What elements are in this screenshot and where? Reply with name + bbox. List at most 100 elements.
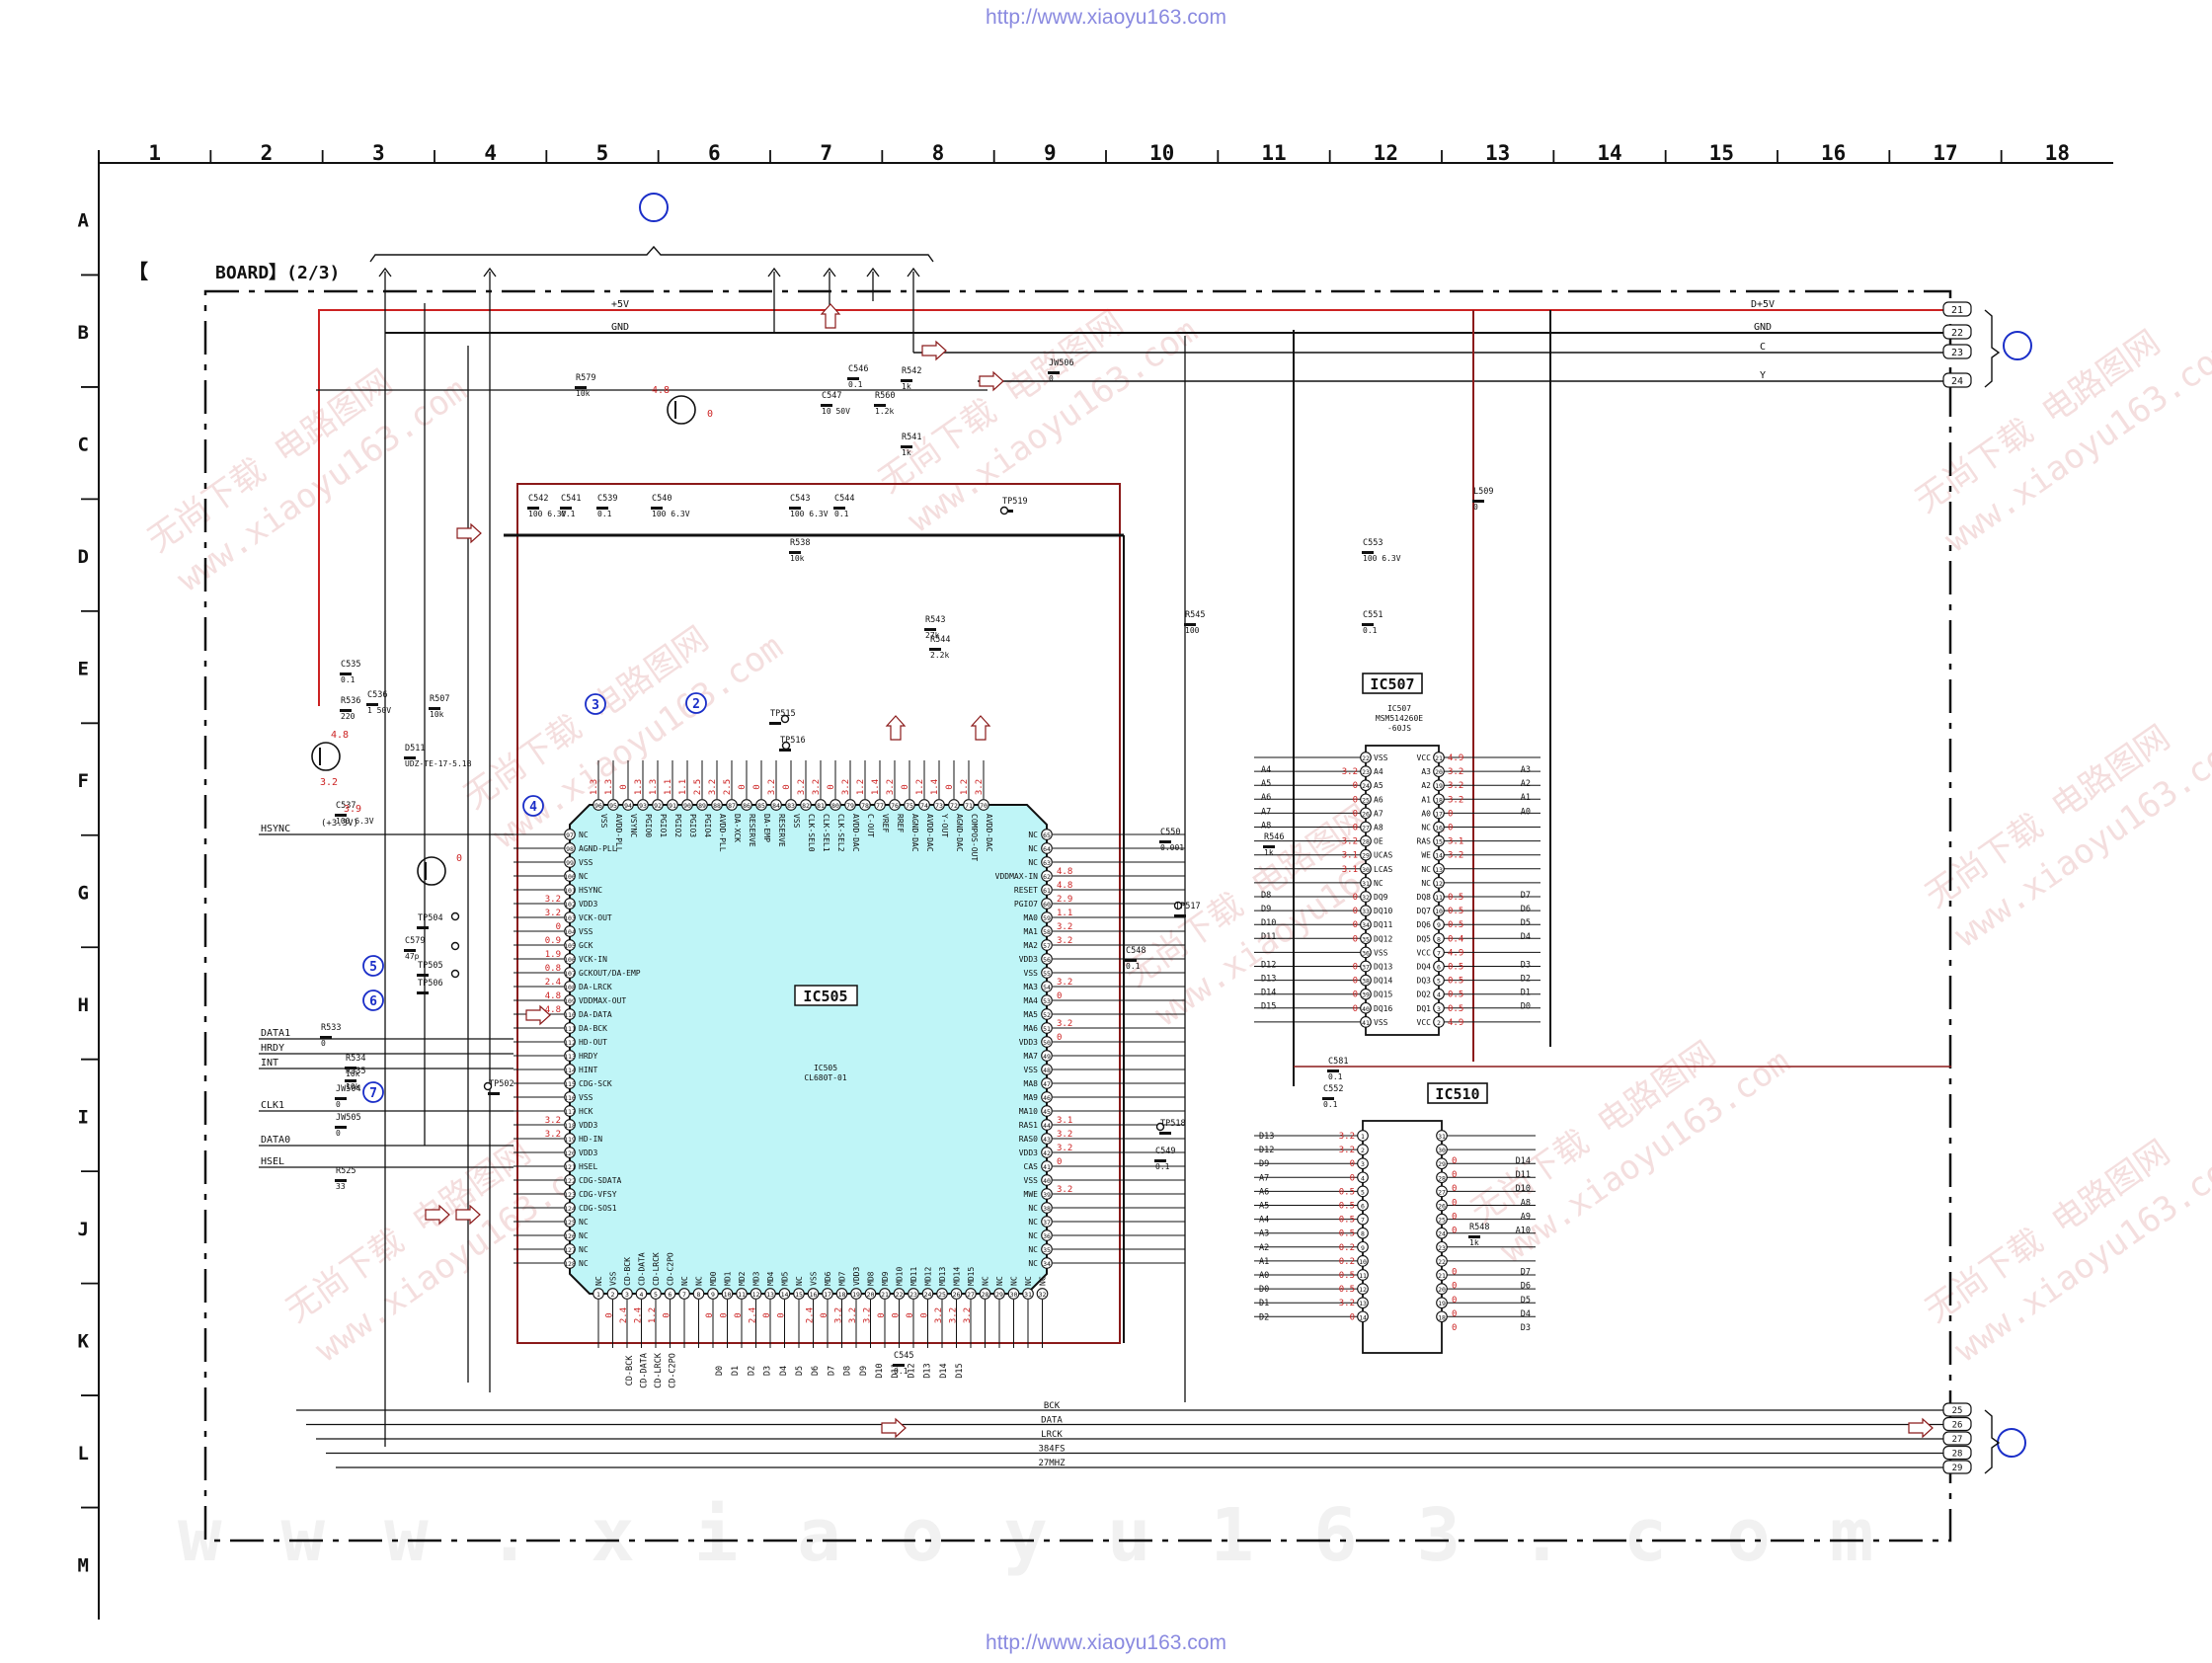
ic507-right-pin-name: DQ5 — [1417, 934, 1432, 943]
pin-voltage: 2.5 — [723, 779, 733, 795]
pin-number: 10 — [1435, 908, 1443, 915]
ic505-right-pin — [1041, 939, 1053, 951]
pin-voltage: 0 — [1353, 893, 1358, 903]
ic505-part-ref: IC505 — [814, 1064, 837, 1072]
pin-voltage: 3.2 — [1057, 1185, 1072, 1195]
ic505-top-pin-name: VREF — [881, 814, 890, 832]
ic507-right-pin-name: VCC — [1417, 753, 1432, 762]
pin-number: 79 — [846, 802, 854, 810]
pin-number: 75 — [906, 802, 913, 810]
component-r538 — [789, 551, 801, 554]
transistor-voltage: 3.9 — [344, 804, 361, 815]
ic505-right-pin-name: MA2 — [1024, 941, 1039, 950]
ic505-bottom-pin-name: CD-C2PO — [667, 1252, 675, 1286]
component-value: 10k — [430, 710, 444, 719]
pin-number: 34 — [1043, 1260, 1051, 1268]
pin-number: 5 — [654, 1291, 658, 1299]
pin-voltage: 0 — [1353, 781, 1358, 791]
pin-number: 90 — [683, 802, 691, 810]
ic505-bottom-pin-name: MD13 — [938, 1267, 947, 1286]
ic510-right-pin — [1436, 1185, 1448, 1198]
ic505-right-pin-name: VDD3 — [1019, 1148, 1038, 1157]
ic505-right-pin-name: VDD3 — [1019, 1038, 1038, 1047]
ic505-bottom-pin-name: MD1 — [724, 1271, 733, 1286]
pin-number: 71 — [965, 802, 973, 810]
pin-number: 3 — [1361, 1160, 1365, 1168]
pin-number: 84 — [772, 802, 780, 810]
component-r544 — [929, 648, 941, 651]
url-top[interactable]: http://www.xiaoyu163.com — [986, 6, 1226, 29]
ic507-left-pin-name: OE — [1374, 837, 1383, 846]
connector-pin-box — [1942, 301, 1972, 317]
ic505-right-pin — [1041, 925, 1053, 937]
ic505-left-pin-name: VSS — [579, 1093, 593, 1102]
ic505-bottom-net: D5 — [795, 1366, 805, 1376]
pin-voltage: 0 — [1350, 1173, 1355, 1183]
pin-voltage: 3.2 — [1448, 851, 1463, 861]
pin-voltage: 0.5 — [1448, 907, 1463, 916]
watermark-text: www.xiaoyu163.com — [178, 1493, 1933, 1578]
ic505-left-pin — [564, 1160, 576, 1172]
component-value: 0.1 — [561, 510, 576, 518]
url-bottom[interactable]: http://www.xiaoyu163.com — [986, 1631, 1226, 1654]
pin-number: 126 — [564, 1232, 576, 1240]
ic507-right-pin — [1433, 905, 1445, 916]
grid-col-label: 13 — [1485, 141, 1510, 165]
pin-number: 20 — [1438, 1286, 1446, 1294]
ic505-right-pin — [1041, 953, 1053, 965]
component-value: 0.1 — [894, 1367, 908, 1376]
pin-number: 22 — [1362, 754, 1370, 762]
signal-arrow-up — [970, 715, 991, 741]
component-value: 10 50V — [822, 407, 850, 416]
ic507-left-pin — [1360, 891, 1372, 903]
ic505-top-pin-name: VSYNC — [629, 814, 638, 837]
component-ref: C537 — [336, 801, 356, 811]
pin-voltage: 0 — [1353, 795, 1358, 805]
pin-number: 70 — [980, 802, 988, 810]
pin-voltage: 3.2 — [1057, 1019, 1072, 1029]
pin-number: 49 — [1043, 1053, 1051, 1061]
ic507-right-pin — [1433, 1001, 1445, 1014]
pin-voltage: 0.5 — [1339, 1202, 1355, 1212]
pin-number: 73 — [935, 802, 943, 810]
ic507-right-pin-name: DQ4 — [1417, 963, 1432, 972]
pin-voltage: 3.2 — [841, 779, 851, 795]
component-tp517 — [1174, 914, 1186, 917]
pin-number: 6 — [1437, 964, 1441, 972]
pin-number: 14 — [781, 1291, 789, 1299]
ic505-left-pin-name: NC — [579, 831, 589, 839]
component-r535 — [345, 1079, 356, 1082]
ic505-left-pin — [564, 1174, 576, 1186]
ic505-bottom-pin — [1007, 1288, 1020, 1300]
connector-arrow — [907, 267, 920, 277]
pin-voltage: 0 — [1452, 1212, 1457, 1222]
ic505-bottom-pin — [950, 1288, 963, 1300]
ic510-right-net: D14 — [1516, 1156, 1531, 1166]
ic510-left-net: D2 — [1259, 1312, 1269, 1322]
pin-voltage: 0 — [762, 1312, 772, 1317]
pin-number: 4 — [1437, 991, 1441, 999]
pin-number: 30 — [1010, 1291, 1018, 1299]
ic505-right-pin-name: MA7 — [1024, 1052, 1039, 1061]
component-ref: R536 — [341, 696, 360, 706]
pin-number: 76 — [891, 802, 899, 810]
ic510-right-net: D5 — [1521, 1296, 1531, 1306]
ic507-left-pin-name: VSS — [1374, 948, 1388, 957]
pin-number: 22 — [896, 1291, 904, 1299]
ic505-right-pin — [1041, 1133, 1053, 1145]
pin-voltage: 0.5 — [1339, 1187, 1355, 1197]
ic505-bottom-net: D0 — [715, 1366, 725, 1376]
test-point — [781, 741, 791, 751]
test-point — [450, 941, 460, 951]
pin-voltage: 2.4 — [749, 1307, 758, 1323]
ic507-left-pin-name: DQ13 — [1374, 963, 1392, 972]
transistor-symbol — [417, 856, 446, 886]
ic507-right-pin-name: NC — [1421, 879, 1431, 888]
ic505-right-pin — [1041, 884, 1053, 896]
pin-number: 101 — [564, 887, 576, 895]
ic507-left-pin-name: A6 — [1374, 795, 1383, 804]
pin-voltage: 4.9 — [1448, 1018, 1463, 1028]
connector-arrow — [378, 267, 392, 277]
pin-number: 98 — [566, 845, 574, 853]
ic507-left-pin — [1360, 752, 1372, 763]
